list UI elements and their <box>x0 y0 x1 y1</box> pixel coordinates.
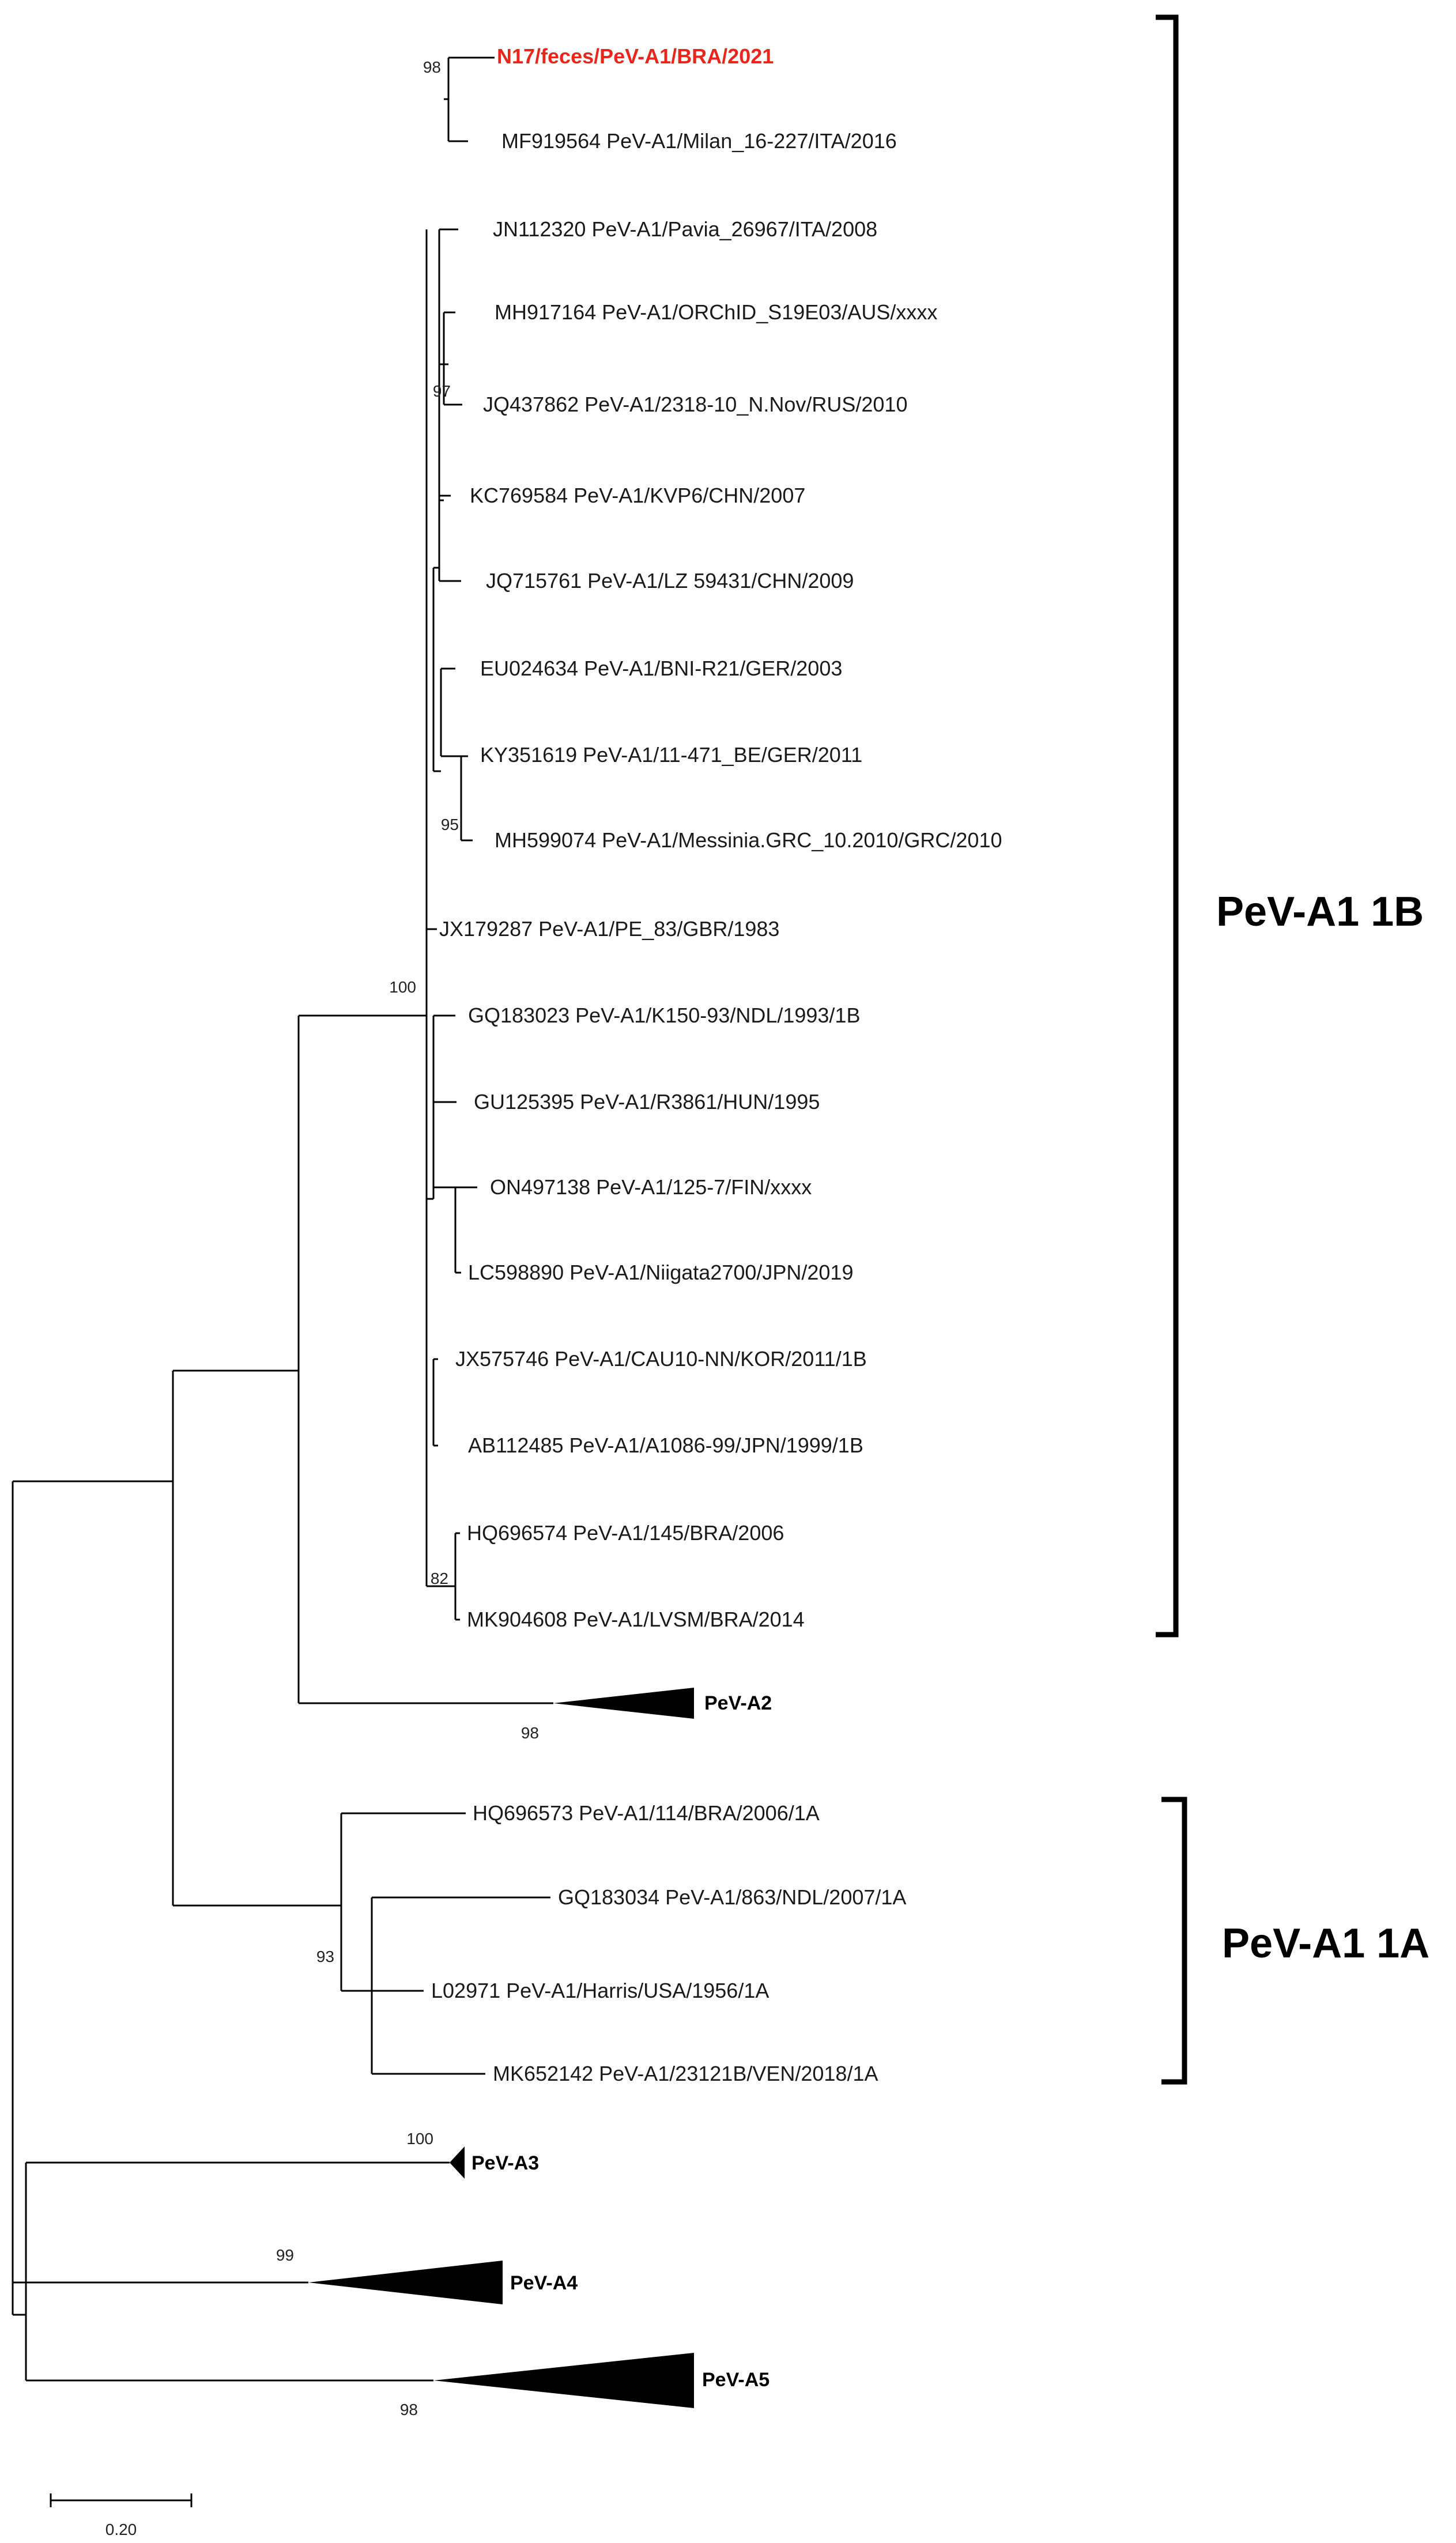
branch-n17-milan <box>444 56 495 142</box>
taxon-label: GQ183023 PeV-A1/K150-93/NDL/1993/1B <box>468 1003 860 1027</box>
tree-branches <box>12 56 553 2507</box>
bootstrap-value: 97 <box>433 382 451 400</box>
branch-fin-jpn <box>454 1186 477 1274</box>
bootstrap-value: 98 <box>400 2401 418 2419</box>
bootstrap-value: 95 <box>441 816 459 833</box>
branch-ger <box>440 667 461 757</box>
clade-label-pev-a5: PeV-A5 <box>702 2369 770 2391</box>
taxon-label: MK652142 PeV-A1/23121B/VEN/2018/1A <box>493 2062 878 2085</box>
taxon-labels-1a: HQ696573 PeV-A1/114/BRA/2006/1A GQ183034… <box>431 1801 906 2085</box>
bootstrap-value: 93 <box>316 1948 334 1965</box>
taxon-label: HQ696574 PeV-A1/145/BRA/2006 <box>467 1521 784 1545</box>
bootstrap-value: 98 <box>423 58 441 76</box>
branch-bra <box>454 1532 460 1621</box>
triangle-pev-a4 <box>308 2261 503 2304</box>
triangle-pev-a5 <box>433 2353 694 2408</box>
branch-1b-upper <box>432 567 441 772</box>
taxon-label: JX179287 PeV-A1/PE_83/GBR/1983 <box>439 917 779 941</box>
taxon-label: MH917164 PeV-A1/ORChID_S19E03/AUS/xxxx <box>495 300 937 324</box>
taxon-label: KC769584 PeV-A1/KVP6/CHN/2007 <box>470 484 805 507</box>
bootstrap-value: 99 <box>276 2246 294 2264</box>
branch-root <box>12 1480 173 2316</box>
taxon-label: JN112320 PeV-A1/Pavia_26967/ITA/2008 <box>493 217 877 241</box>
taxon-label-highlight: N17/feces/PeV-A1/BRA/2021 <box>497 44 774 68</box>
triangle-pev-a2 <box>553 1688 694 1719</box>
clade-label-pev-a4: PeV-A4 <box>510 2272 578 2294</box>
taxon-label: AB112485 PeV-A1/A1086-99/JPN/1999/1B <box>468 1433 863 1457</box>
taxon-label: JQ437862 PeV-A1/2318-10_N.Nov/RUS/2010 <box>483 393 907 416</box>
branch-n17-group <box>438 228 448 501</box>
taxon-label: ON497138 PeV-A1/125-7/FIN/xxxx <box>490 1175 812 1199</box>
taxon-label: MF919564 PeV-A1/Milan_16-227/ITA/2016 <box>501 129 897 153</box>
branch-mh-jq <box>443 311 462 406</box>
bracket-pev-a1-1a <box>1161 1797 1187 2085</box>
taxon-label: JX575746 PeV-A1/CAU10-NN/KOR/2011/1B <box>455 1347 867 1371</box>
group-label-pev-a1-1a: PeV-A1 1A <box>1222 1921 1429 1967</box>
branch-1a-inner <box>371 1896 550 2075</box>
bootstrap-value: 98 <box>521 1724 539 1742</box>
taxon-label: MK904608 PeV-A1/LVSM/BRA/2014 <box>467 1608 805 1631</box>
bootstrap-value: 100 <box>389 978 416 996</box>
bracket-pev-a1-1b <box>1156 14 1179 1638</box>
collapsed-clade-labels: PeV-A2 PeV-A3 PeV-A4 PeV-A5 <box>471 1692 772 2391</box>
taxon-label: GU125395 PeV-A1/R3861/HUN/1995 <box>474 1090 820 1114</box>
branch-ky-mh <box>460 755 473 842</box>
taxon-label: HQ696573 PeV-A1/114/BRA/2006/1A <box>473 1801 820 1825</box>
scale-bar-label: 0.20 <box>105 2521 137 2538</box>
branch-a1b-a2 <box>297 1014 553 1704</box>
taxon-label: GQ183034 PeV-A1/863/NDL/2007/1A <box>558 1885 906 1909</box>
branch-1a <box>173 1812 466 1992</box>
taxon-label: EU024634 PeV-A1/BNI-R21/GER/2003 <box>480 656 842 680</box>
branch-kor-jpn <box>432 1358 438 1447</box>
group-brackets <box>1156 14 1187 2085</box>
scale-bar <box>50 2493 193 2507</box>
branch-ndl-hun-fin <box>432 1014 457 1199</box>
taxon-label: L02971 PeV-A1/Harris/USA/1956/1A <box>431 1979 769 2002</box>
triangle-pev-a3 <box>450 2146 465 2179</box>
taxon-label: LC598890 PeV-A1/Niigata2700/JPN/2019 <box>468 1261 853 1284</box>
group-label-pev-a1-1b: PeV-A1 1B <box>1216 889 1424 935</box>
branch-a3-a4-a5 <box>13 2161 450 2382</box>
bootstrap-values: 98 97 95 100 82 98 93 100 99 98 <box>276 58 539 2419</box>
clade-label-pev-a3: PeV-A3 <box>471 2152 539 2174</box>
taxon-labels-1b: N17/feces/PeV-A1/BRA/2021 MF919564 PeV-A… <box>439 44 1002 1631</box>
clade-label-pev-a2: PeV-A2 <box>704 1692 772 1714</box>
bootstrap-value: 100 <box>406 2130 433 2148</box>
branch-a1-a2 <box>172 1369 299 1906</box>
taxon-label: MH599074 PeV-A1/Messinia.GRC_10.2010/GRC… <box>495 828 1002 852</box>
collapsed-triangles <box>308 1688 694 2408</box>
branch-chn <box>438 495 461 582</box>
branch-1b-backbone <box>425 229 433 1586</box>
bootstrap-value: 82 <box>431 1569 448 1587</box>
taxon-label: KY351619 PeV-A1/11-471_BE/GER/2011 <box>480 743 862 767</box>
branch-1b-lower <box>425 1198 455 1587</box>
taxon-label: JQ715761 PeV-A1/LZ 59431/CHN/2009 <box>486 569 854 593</box>
